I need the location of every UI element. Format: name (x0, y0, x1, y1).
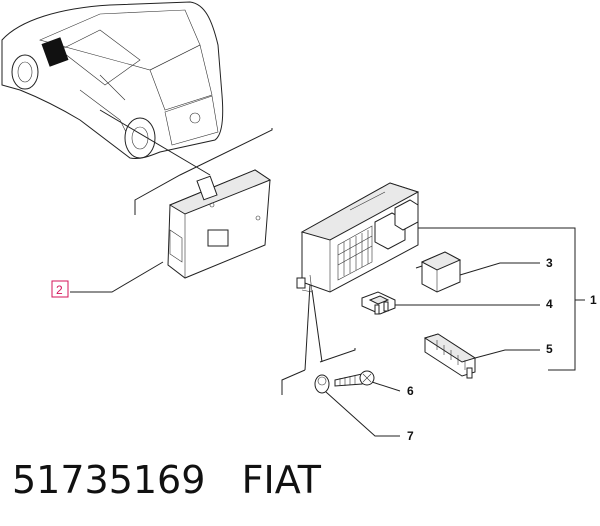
part-2-control-module (167, 169, 272, 279)
part-number: 51735169 (12, 458, 206, 502)
bracket-1 (418, 227, 576, 371)
parts-diagram: 2 1 3 4 (1, 1, 597, 443)
callout-7: 7 (407, 429, 414, 443)
leader-frame-c (281, 369, 306, 395)
callout-1: 1 (590, 293, 597, 307)
callout-4: 4 (546, 297, 553, 311)
leader-5 (474, 349, 540, 359)
leader-fastener-a (304, 284, 311, 371)
callout-2-box (51, 280, 69, 298)
leader-fastener-b (311, 289, 323, 363)
leader-6 (371, 381, 401, 392)
leader-3 (459, 262, 540, 276)
callout-2: 2 (56, 283, 63, 297)
callout-5: 5 (546, 342, 553, 356)
callout-6: 6 (407, 384, 414, 398)
leader-7 (325, 391, 400, 437)
caption: 51735169 FIAT (12, 458, 321, 502)
part-6-screw (334, 370, 375, 387)
callout-3: 3 (546, 256, 553, 270)
leader-frame-b (319, 348, 356, 363)
part-5-connector (423, 333, 477, 379)
leader-frame (134, 128, 273, 215)
part-7-bushing (314, 374, 330, 394)
part-3-relay (415, 251, 462, 293)
leader-2 (70, 261, 164, 293)
part-1-fuse-box (296, 182, 420, 293)
car-illustration (1, 1, 224, 176)
brand-name: FIAT (241, 458, 321, 502)
part-4-fuse (361, 291, 396, 315)
